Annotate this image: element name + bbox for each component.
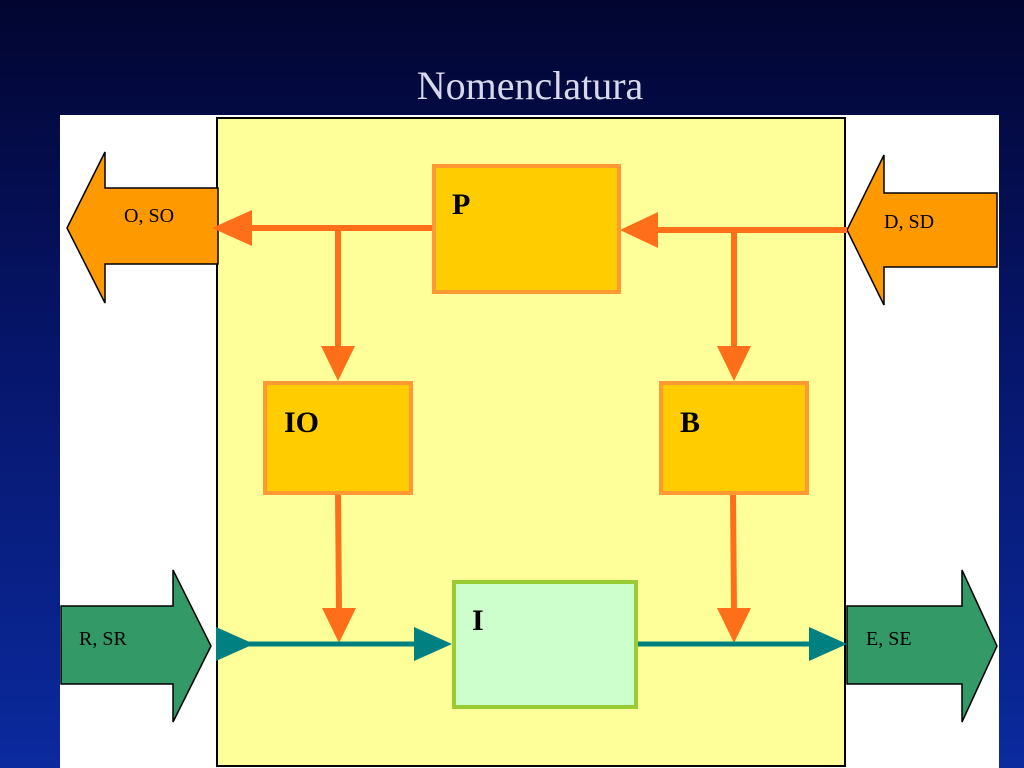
box-p-label: P	[452, 188, 470, 221]
box-i-label: I	[472, 604, 484, 637]
box-io-label: IO	[284, 406, 319, 439]
block-arrow-o-so	[66, 151, 219, 304]
box-io	[263, 381, 413, 495]
label-r-sr: R, SR	[79, 628, 127, 650]
arrowhead-io-to-flow	[322, 608, 356, 643]
label-o-so: O, SO	[124, 205, 174, 227]
box-b-label: B	[680, 406, 700, 439]
box-p	[432, 164, 621, 294]
arrowhead-flow-end	[809, 627, 847, 661]
orange-connectors	[250, 225, 847, 613]
arrowhead-into-p	[620, 212, 658, 248]
arrowhead-into-i	[414, 627, 452, 661]
block-arrow-r-sr	[60, 569, 212, 723]
arrowhead-into-io	[321, 346, 355, 381]
line-io-down	[335, 492, 342, 613]
box-i	[452, 580, 638, 709]
line-b-down	[730, 492, 737, 613]
arrowhead-b-to-flow	[717, 608, 751, 643]
arrowhead-into-b	[717, 346, 751, 381]
block-arrow-e-se	[846, 569, 998, 723]
label-e-se: E, SE	[866, 628, 912, 650]
box-b	[659, 381, 809, 495]
block-arrow-d-sd	[846, 154, 998, 306]
label-d-sd: D, SD	[884, 211, 934, 233]
orange-arrowheads	[212, 210, 751, 643]
arrowhead-left-out	[212, 210, 252, 246]
slide-title: Nomenclatura	[416, 63, 644, 108]
teal-arrowheads	[216, 627, 847, 661]
arrowhead-flow-start	[216, 627, 254, 661]
